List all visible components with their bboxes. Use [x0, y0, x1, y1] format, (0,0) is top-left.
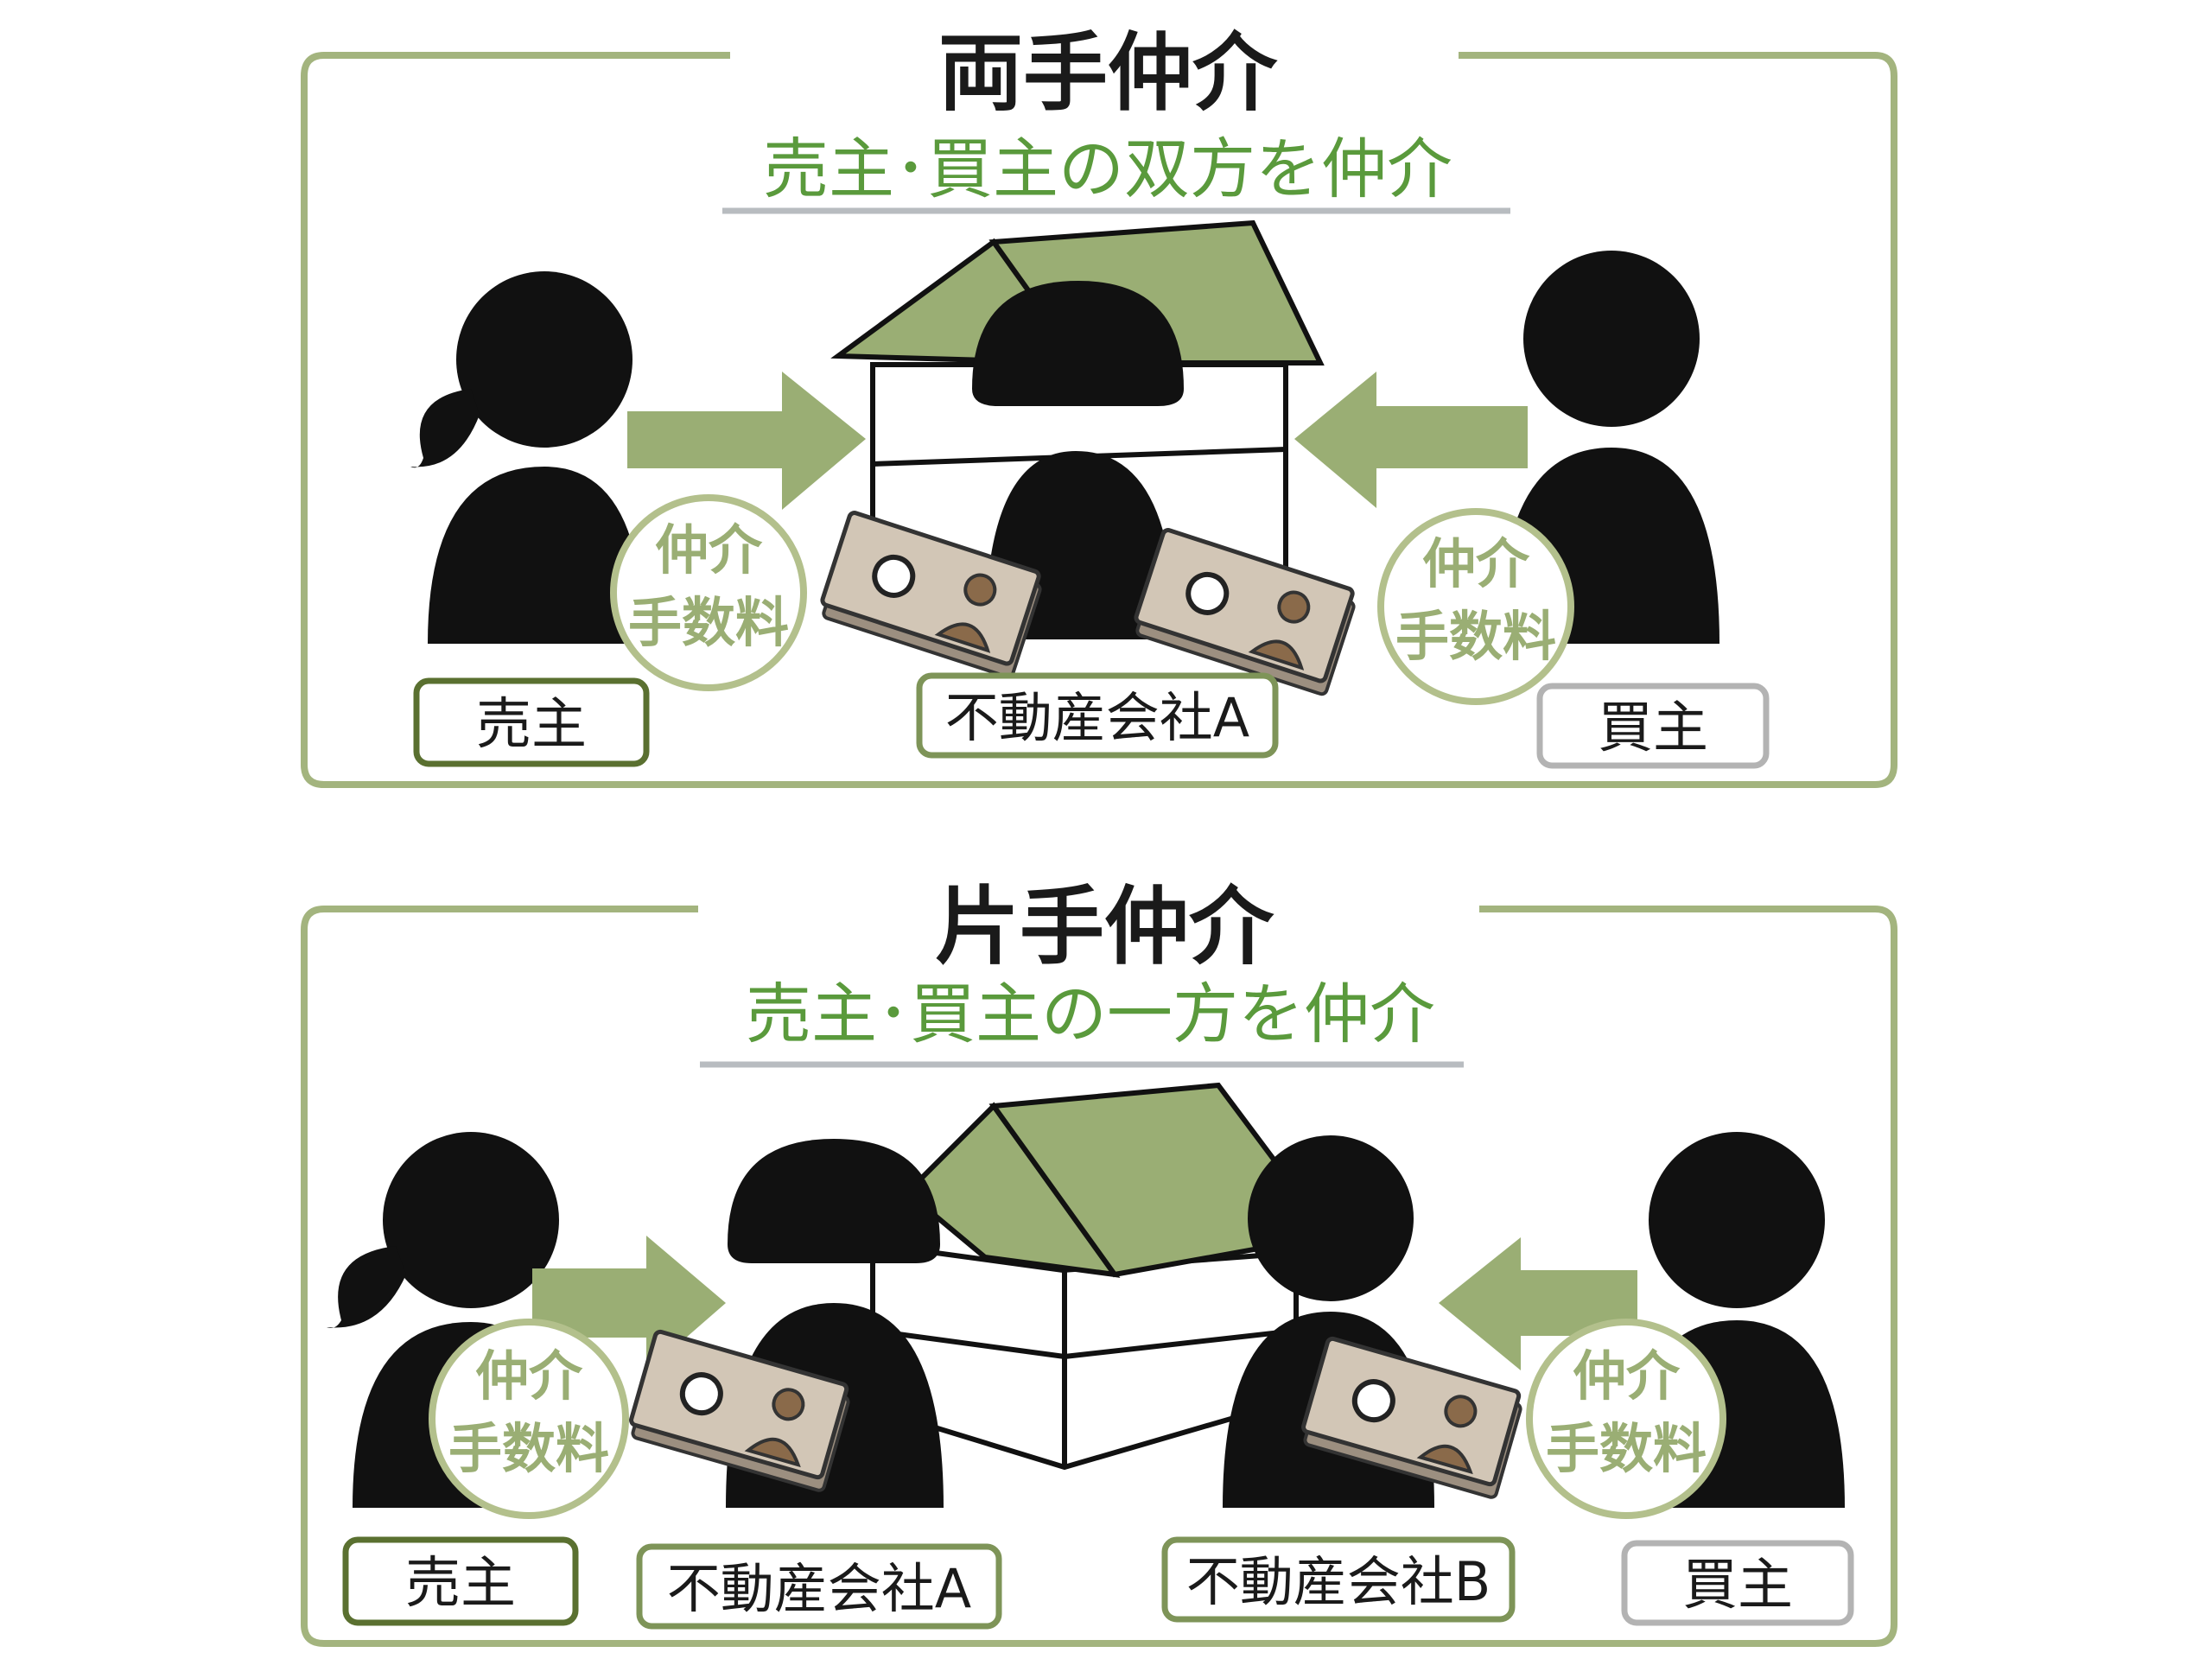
single-frame: [301, 906, 1897, 1647]
svg-text:買主: 買主: [1598, 696, 1708, 760]
single-fee-circle-buyer: 仲介 手数料: [1526, 1319, 1726, 1519]
dual-seller-figure: [410, 271, 644, 644]
single-arrow-buyer-to-company-b: [1439, 1237, 1637, 1370]
svg-text:不動産会社A: 不動産会社A: [945, 686, 1249, 749]
single-subtitle: 売主･買主の一方を仲介: [746, 976, 1435, 1052]
svg-text:買主: 買主: [1682, 1554, 1793, 1618]
single-seller-label: 売主: [342, 1536, 579, 1626]
dual-arrow-seller-to-company: [627, 372, 866, 510]
svg-text:手数料: 手数料: [628, 591, 789, 654]
dual-fee-circle-buyer: 仲介 手数料: [1377, 508, 1574, 705]
svg-text:仲介: 仲介: [475, 1344, 583, 1408]
single-buyer-label: 買主: [1621, 1540, 1854, 1626]
svg-text:手数料: 手数料: [1395, 605, 1556, 668]
dual-money-bill-right: [1131, 529, 1358, 696]
svg-text:仲介: 仲介: [1573, 1344, 1681, 1408]
dual-buyer-label: 買主: [1536, 683, 1770, 769]
single-fee-circle-seller: 仲介 手数料: [429, 1319, 629, 1519]
single-title: 片手仲介: [935, 878, 1274, 976]
dual-subtitle: 売主･買主の双方を仲介: [763, 130, 1452, 207]
svg-text:仲介: 仲介: [1422, 532, 1530, 595]
single-company-a-label: 不動産会社A: [636, 1543, 1002, 1630]
single-agency-panel: 片手仲介 売主･買主の一方を仲介: [301, 878, 1897, 1647]
dual-agency-panel: 両手仲介 売主･買主の双方を仲介: [301, 24, 1897, 788]
single-company-b-label: 不動産会社B: [1161, 1536, 1516, 1623]
dual-seller-label: 売主: [413, 677, 650, 767]
svg-text:手数料: 手数料: [1546, 1417, 1707, 1480]
svg-text:不動産会社B: 不動産会社B: [1186, 1550, 1491, 1613]
dual-fee-circle-seller: 仲介 手数料: [610, 494, 807, 691]
dual-title: 両手仲介: [938, 24, 1278, 123]
dual-arrow-buyer-to-company: [1294, 372, 1528, 508]
svg-text:売主: 売主: [476, 693, 587, 757]
dual-company-label: 不動産会社A: [916, 672, 1279, 759]
svg-text:不動産会社A: 不動産会社A: [667, 1557, 971, 1620]
svg-text:売主: 売主: [405, 1552, 516, 1616]
svg-text:仲介: 仲介: [655, 518, 763, 582]
dual-frame: [301, 52, 1897, 788]
svg-text:手数料: 手数料: [448, 1417, 609, 1480]
